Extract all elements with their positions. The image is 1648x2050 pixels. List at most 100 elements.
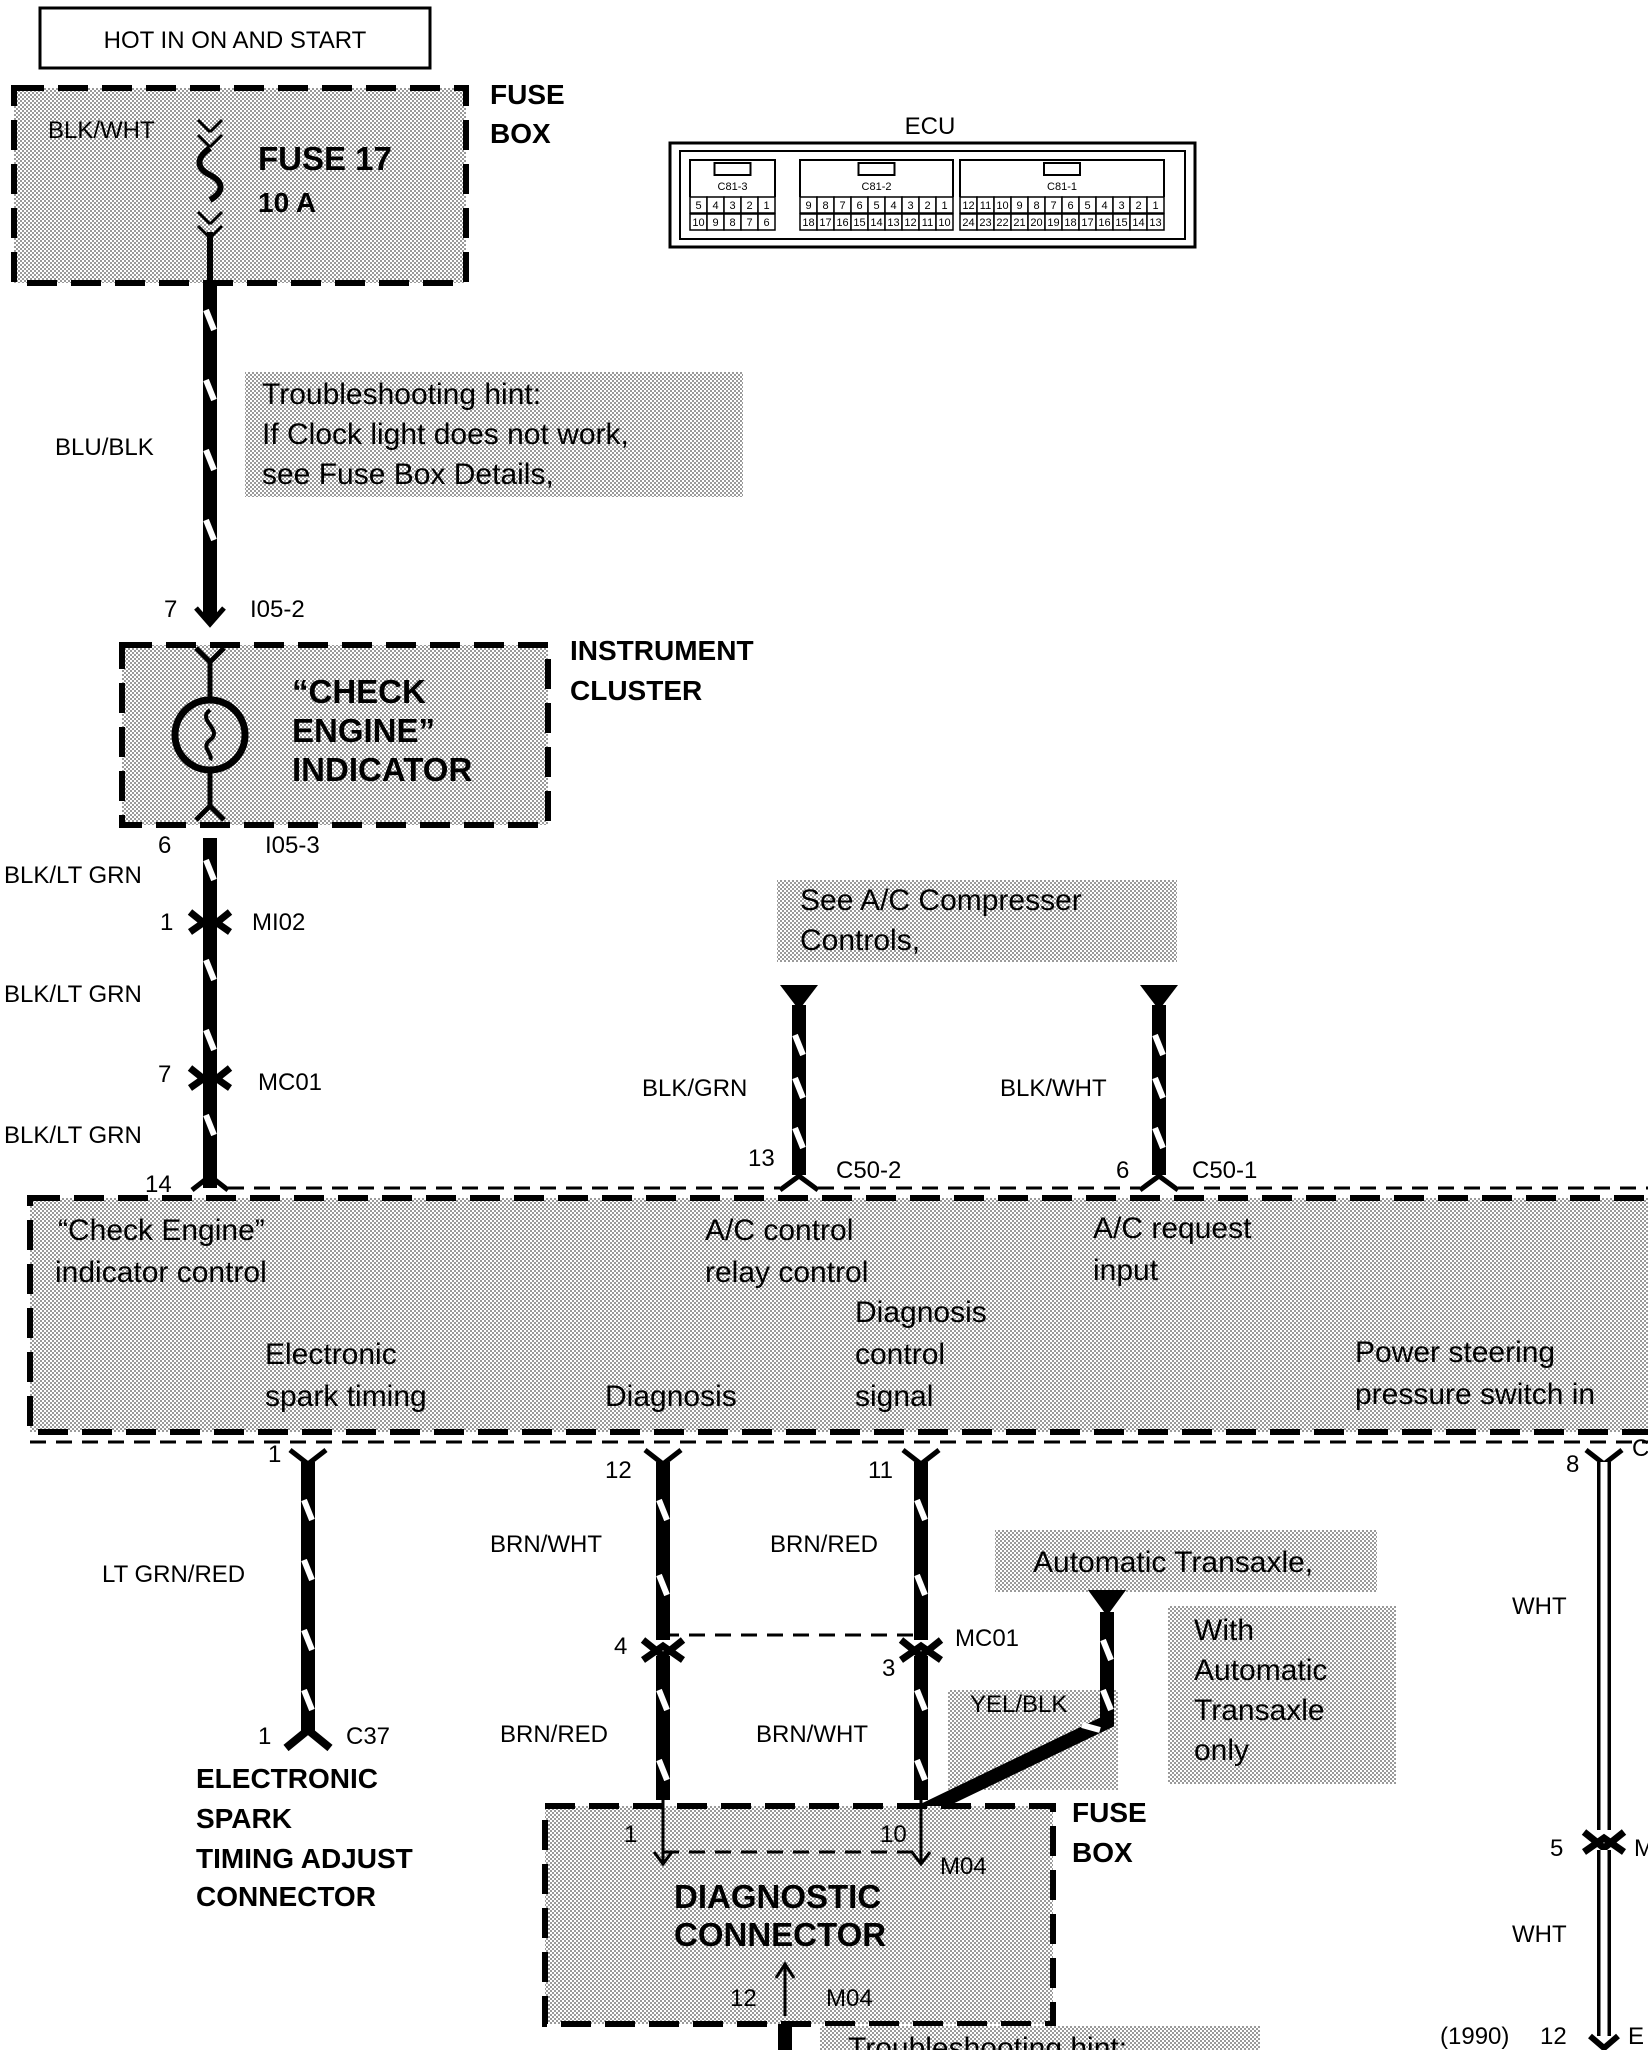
ecu-func-check-engine-2: indicator control xyxy=(55,1256,267,1289)
at-note: With Automatic Transaxle only xyxy=(948,1606,1396,1790)
ecu-func-power-steering-2: pressure switch in xyxy=(1355,1378,1595,1411)
ecu-pin-number: 7 xyxy=(839,200,845,212)
ecu-pin-number: 19 xyxy=(1047,217,1059,229)
c37-pin: 1 xyxy=(258,1723,271,1750)
right-conn-m: M xyxy=(1634,1835,1648,1862)
hint-ac-note: See A/C Compresser Controls, xyxy=(777,880,1177,962)
spark-conn-line1: ELECTRONIC xyxy=(196,1763,378,1794)
ecu-plug-name: C81-3 xyxy=(718,181,748,193)
cluster-title-1: INSTRUMENT xyxy=(570,635,754,666)
cluster-conn-top: I05-2 xyxy=(250,596,305,623)
ecu-pin-number: 15 xyxy=(1115,217,1127,229)
ecu-pin-14: 14 xyxy=(145,1171,172,1198)
diag-pin-10: 10 xyxy=(880,1821,907,1848)
wire-brn-red-bottom: BRN/RED xyxy=(500,1721,608,1748)
at-note-line3: Transaxle xyxy=(1194,1694,1325,1727)
indicator-bulb-icon xyxy=(171,646,249,822)
ecu-pin-number: 9 xyxy=(712,217,718,229)
fuse-box-bottom-2: BOX xyxy=(1072,1837,1133,1868)
diagnostic-connector: FUSE BOX 1 10 M04 DIAGNOSTIC CONNECTOR 1… xyxy=(542,1797,1147,2050)
ecu-connector-title: ECU xyxy=(905,113,956,140)
wire-brn-wht-bottom: BRN/WHT xyxy=(756,1721,868,1748)
right-conn-c: C xyxy=(1632,1435,1648,1462)
at-note-line4: only xyxy=(1194,1734,1249,1767)
fuse-box-top: FUSE BOX BLK/WHT FUSE 17 10 A xyxy=(11,79,565,286)
c50-2-pin: 13 xyxy=(748,1145,775,1172)
c50-2-conn: C50-2 xyxy=(836,1157,901,1184)
ecu-plug-latch xyxy=(857,162,896,176)
wire-blk-wht-label: BLK/WHT xyxy=(1000,1075,1107,1102)
mc01-conn: MC01 xyxy=(258,1069,322,1096)
ecu-plug-latch xyxy=(713,162,752,176)
ecu-pin-number: 9 xyxy=(1016,200,1022,212)
ecu-plug-latch xyxy=(1043,162,1081,176)
cluster-conn-bottom: I05-3 xyxy=(265,832,320,859)
ecu-pin-number: 7 xyxy=(746,217,752,229)
ecu-func-ac-request-1: A/C request xyxy=(1093,1212,1252,1245)
ecu-pin-number: 9 xyxy=(805,200,811,212)
spark-conn-line3: TIMING ADJUST xyxy=(196,1843,413,1874)
wire-wht-1: WHT xyxy=(1512,1593,1567,1620)
ecu-func-diag-control-1: Diagnosis xyxy=(855,1296,987,1329)
ecu-pin-11: 11 xyxy=(868,1457,893,1484)
ecu-plug-name: C81-2 xyxy=(862,181,892,193)
ecu-pin-number: 7 xyxy=(1050,200,1056,212)
ecu-pin-number: 10 xyxy=(996,200,1008,212)
ecu-pin-number: 11 xyxy=(980,200,991,212)
spark-timing-connector-label: ELECTRONIC SPARK TIMING ADJUST CONNECTOR xyxy=(196,1763,413,1912)
fuse-icon xyxy=(196,118,224,285)
ecu-pin-number: 2 xyxy=(1135,200,1141,212)
ecu-pin-number: 1 xyxy=(763,200,769,212)
c37-conn: C37 xyxy=(346,1723,390,1750)
ecu-pin-number: 17 xyxy=(819,217,831,229)
wire-wht-2: WHT xyxy=(1512,1921,1567,1948)
hint-clock-line3: see Fuse Box Details, xyxy=(262,458,554,491)
hint-ac-line2: Controls, xyxy=(800,924,920,957)
diag-conn-line2: CONNECTOR xyxy=(674,1916,886,1953)
ecu-pin-12: 12 xyxy=(605,1457,632,1484)
indicator-label-1: “CHECK xyxy=(292,673,426,710)
mi02-pin: 1 xyxy=(160,909,173,936)
wire-blk-lt-grn-1: BLK/LT GRN xyxy=(4,862,142,889)
ecu-pin-number: 11 xyxy=(922,217,933,229)
mc01-pin-3: 3 xyxy=(882,1655,895,1682)
ecu-plug-hood xyxy=(689,159,776,197)
at-note-line1: With xyxy=(1194,1614,1254,1647)
wire-brn-wht-top: BRN/WHT xyxy=(490,1531,602,1558)
right-pin-8: 8 xyxy=(1566,1451,1579,1478)
ecu-pin-number: 12 xyxy=(904,217,916,229)
ecu-func-ac-relay-2: relay control xyxy=(705,1256,868,1289)
ecu-pin-number: 5 xyxy=(1084,200,1090,212)
ecu-func-diag-control-3: signal xyxy=(855,1380,933,1413)
ecu-pin-number: 20 xyxy=(1030,217,1042,229)
ecu-pin-cell xyxy=(935,213,954,231)
ecu-pin-number: 16 xyxy=(1098,217,1110,229)
ecu-plug-name: C81-1 xyxy=(1047,181,1077,193)
ecu-box: “Check Engine” indicator control A/C con… xyxy=(27,1186,1648,1444)
ecu-plug-hood xyxy=(959,159,1165,197)
ecu-pin-number: 6 xyxy=(856,200,862,212)
indicator-label-3: INDICATOR xyxy=(292,751,472,788)
diag-conn-m04: M04 xyxy=(940,1853,987,1880)
ecu-func-diag-control-2: control xyxy=(855,1338,945,1371)
ecu-pin-number: 16 xyxy=(836,217,848,229)
ecu-pin-cell xyxy=(1146,213,1165,231)
hot-in-label-text: HOT IN ON AND START xyxy=(104,27,367,54)
mc01-conn-diag: MC01 xyxy=(955,1625,1019,1652)
hint-bottom-label: Troubleshooting hint: xyxy=(848,2032,1127,2050)
diag-wires: 12 11 BRN/WHT BRN/RED 4 3 MC01 BRN/RED B… xyxy=(490,1448,1019,1800)
ecu-pin-number: 10 xyxy=(938,217,950,229)
wire-blk-lt-grn-3: BLK/LT GRN xyxy=(4,1122,142,1149)
ecu-pin-number: 1 xyxy=(941,200,947,212)
wire-blu-blk: BLU/BLK xyxy=(55,285,226,628)
mc01-pin-4: 4 xyxy=(614,1633,627,1660)
fuse-17-label: FUSE 17 xyxy=(258,140,392,177)
spark-pin-top: 1 xyxy=(268,1441,281,1468)
ecu-pin-number: 15 xyxy=(853,217,865,229)
diag-pin-12: 12 xyxy=(730,1985,757,2012)
ecu-pin-number: 1 xyxy=(1152,200,1158,212)
wire-wht-right: 8 C WHT 5 M WHT (1990) 12 E xyxy=(1440,1435,1648,2050)
ecu-pin-number: 21 xyxy=(1013,217,1025,229)
ecu-func-diagnosis: Diagnosis xyxy=(605,1380,737,1413)
